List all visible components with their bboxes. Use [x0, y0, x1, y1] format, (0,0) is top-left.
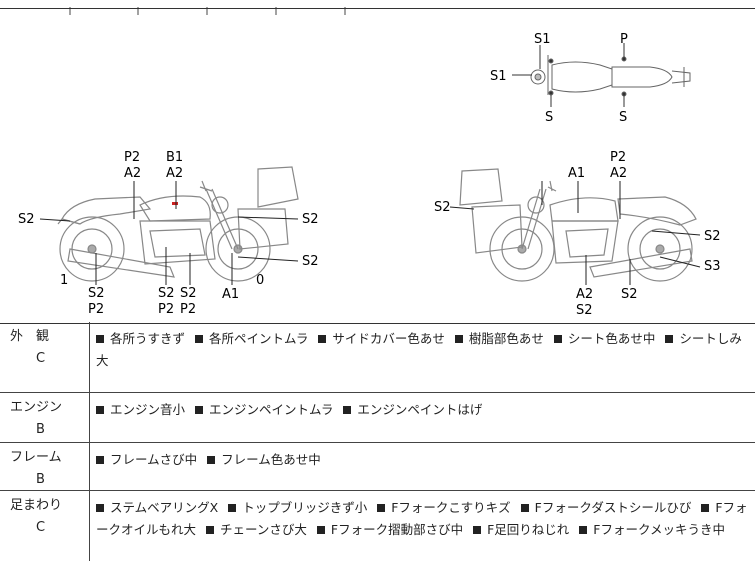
label-left-p2-bottom-a: P2	[88, 302, 104, 317]
list-item: エンジンペイントムラ	[195, 402, 333, 417]
condition-list: エンジン音小 エンジンペイントムラ エンジンペイントはげ	[96, 399, 748, 421]
category-label: 足まわり	[10, 498, 63, 513]
top-view-motorcycle	[512, 43, 691, 107]
label-left-s2-bottom-c: S2	[180, 286, 197, 301]
left-red-mark	[172, 202, 178, 205]
label-right-s2-bottom-b: S2	[621, 287, 638, 302]
row-frame: フレーム B フレームさび中 フレーム色あせ中	[0, 443, 755, 491]
row-label: エンジン B	[0, 393, 90, 442]
label-left-a2-b: A2	[166, 166, 183, 181]
label-left-s2: S2	[18, 212, 35, 227]
label-right-p2: P2	[610, 150, 626, 165]
label-left-a2: A2	[124, 166, 141, 181]
label-left-s2-right-bottom: S2	[302, 254, 319, 269]
label-right-a2-bottom: A2	[576, 287, 593, 302]
label-left-1: 1	[60, 273, 68, 288]
grade-label: B	[36, 472, 45, 487]
list-item: シート色あせ中	[553, 331, 655, 346]
label-right-a1: A1	[568, 166, 585, 181]
label-left-s2-bottom-b: S2	[158, 286, 175, 301]
list-item: 各所ペイントムラ	[195, 331, 308, 346]
condition-list: ステムベアリングX トップブリッジきず小 Fフォークこすりキズ Fフォークダスト…	[96, 497, 748, 541]
row-label: 外 観 C	[0, 322, 90, 392]
list-item: トップブリッジきず小	[228, 500, 367, 515]
label-right-s2-bottom-a: S2	[576, 303, 593, 318]
label-left-s2-bottom-a: S2	[88, 286, 105, 301]
damage-diagram: S1 S1 S P S	[0, 8, 755, 324]
list-item: フレームさび中	[96, 452, 197, 467]
row-engine: エンジン B エンジン音小 エンジンペイントムラ エンジンペイントはげ	[0, 393, 755, 443]
list-item: Fフォークこすりキズ	[377, 500, 511, 515]
label-top-s-right: S	[619, 110, 627, 125]
list-item: サイドカバー色あせ	[318, 331, 445, 346]
row-label: 足まわり C	[0, 491, 90, 561]
top-table-strip	[0, 0, 755, 15]
label-top-s1-left: S1	[490, 69, 507, 84]
list-item: Fフォーク摺動部さび中	[316, 522, 463, 537]
label-left-p2: P2	[124, 150, 140, 165]
list-item: チェーンさび大	[206, 522, 307, 537]
label-left-p2-bottom-b: P2	[158, 302, 174, 317]
label-top-s1: S1	[534, 32, 551, 47]
label-left-a1: A1	[222, 287, 239, 302]
label-right-s3: S3	[704, 259, 721, 274]
label-right-s2: S2	[704, 229, 721, 244]
label-top-p: P	[620, 32, 628, 47]
list-item: フレーム色あせ中	[207, 452, 321, 467]
category-label: フレーム	[10, 450, 62, 465]
category-label: 外 観	[10, 329, 50, 344]
list-item: 樹脂部色あせ	[454, 331, 544, 346]
row-label: フレーム B	[0, 443, 90, 490]
list-item: シートしみ大	[96, 331, 742, 368]
left-side-motorcycle	[57, 166, 299, 282]
grade-label: C	[36, 351, 46, 366]
label-left-0: 0	[256, 273, 264, 288]
label-left-s2-right-top: S2	[302, 212, 319, 227]
list-item: Fフォークオイルもれ大	[96, 500, 748, 537]
condition-list: 各所うすきず 各所ペイントムラ サイドカバー色あせ 樹脂部色あせ シート色あせ中…	[96, 328, 748, 372]
label-left-b1: B1	[166, 150, 183, 165]
label-left-p2-bottom-c: P2	[180, 302, 196, 317]
category-label: エンジン	[10, 400, 63, 415]
list-item: ステムベアリングX	[96, 500, 218, 515]
list-item: エンジン音小	[96, 402, 185, 417]
label-right-s2-left: S2	[434, 200, 451, 215]
condition-list: フレームさび中 フレーム色あせ中	[96, 449, 748, 471]
list-item: Fフォークメッキうき中	[579, 522, 725, 537]
grade-label: B	[36, 422, 45, 437]
row-suspension: 足まわり C ステムベアリングX トップブリッジきず小 Fフォークこすりキズ F…	[0, 491, 755, 561]
list-item: Fフォークダストシールひび	[520, 500, 691, 515]
right-side-motorcycle	[459, 168, 697, 282]
label-top-s-left: S	[545, 110, 553, 125]
list-item: エンジンペイントはげ	[343, 402, 482, 417]
list-item: F足回りねじれ	[473, 522, 569, 537]
grade-label: C	[36, 520, 46, 535]
row-exterior: 外 観 C 各所うすきず 各所ペイントムラ サイドカバー色あせ 樹脂部色あせ シ…	[0, 322, 755, 393]
list-item: 各所うすきず	[96, 331, 185, 346]
label-right-a2: A2	[610, 166, 627, 181]
